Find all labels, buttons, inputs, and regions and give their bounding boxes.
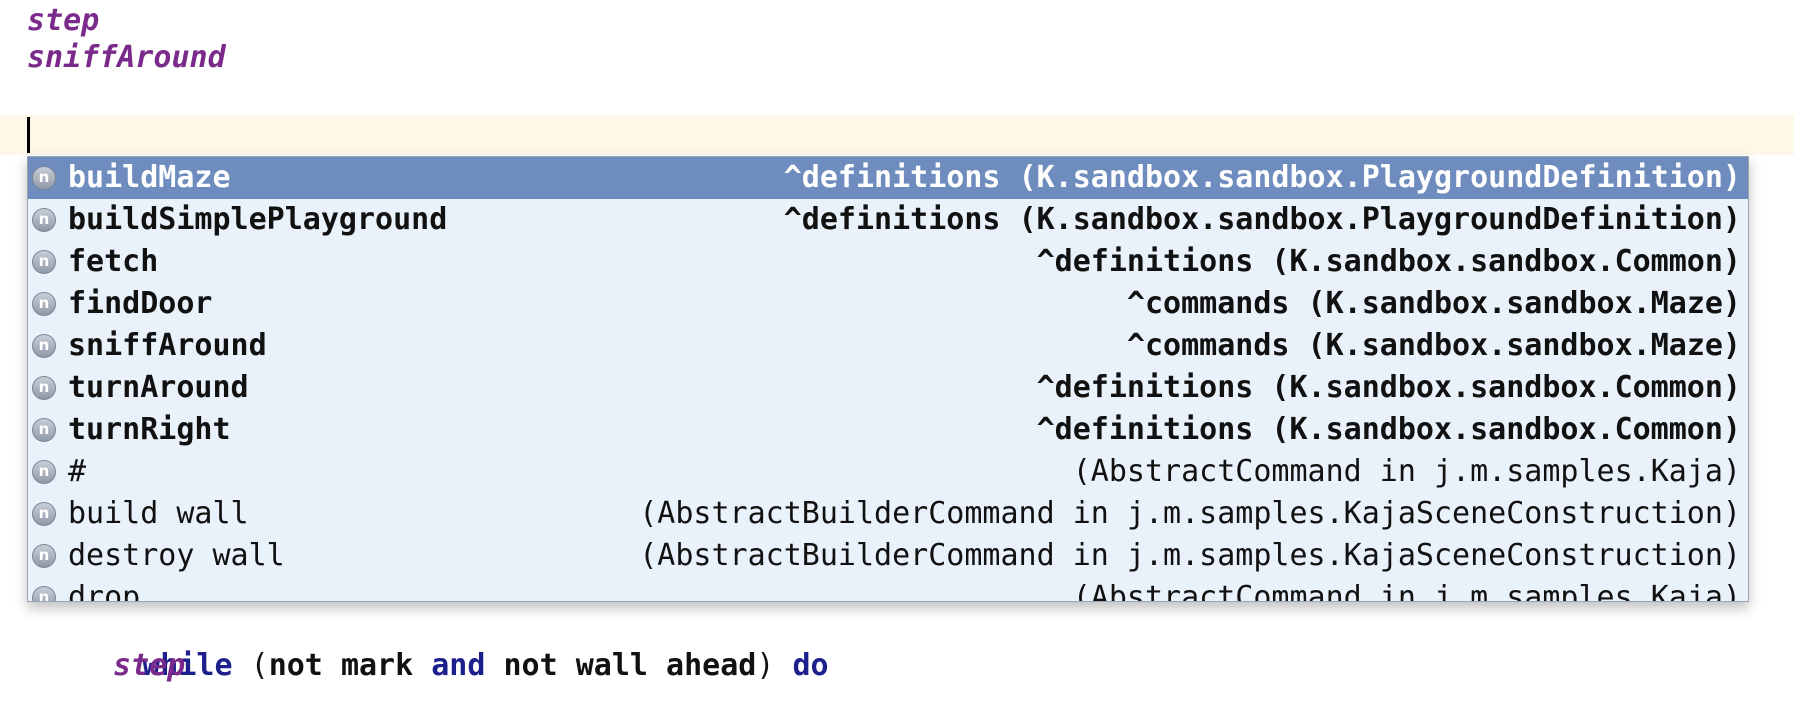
completion-item[interactable]: n findDoor ^commands (K.sandbox.sandbox.Ma… — [28, 283, 1748, 325]
completion-item[interactable]: n turnAround ^definitions (K.sandbox.sandb… — [28, 367, 1748, 409]
node-kind-icon: n — [32, 334, 56, 358]
code-line-sniffaround: sniffAround — [27, 40, 226, 75]
node-kind-icon: n — [32, 460, 56, 484]
keyword-do: do — [792, 648, 829, 683]
completion-item-type: (AbstractBuilderCommand in j.m.samples.K… — [639, 496, 1741, 531]
code-line-step: step — [27, 3, 100, 38]
completion-item-name: buildSimplePlayground — [68, 202, 448, 237]
completion-item-type: ^commands (K.sandbox.sandbox.Maze) — [1126, 286, 1741, 321]
completion-popup[interactable]: n buildMaze ^definitions (K.sandbox.sandbo… — [27, 156, 1749, 602]
code-editor[interactable]: step sniffAround while (not mark and not… — [0, 0, 1794, 690]
node-kind-icon: n — [32, 166, 56, 190]
completion-item[interactable]: n buildSimplePlayground ^definitions (K.sa… — [28, 199, 1748, 241]
completion-item-name: sniffAround — [68, 328, 267, 363]
completion-item-name: buildMaze — [68, 160, 231, 195]
keyword-not-2: not — [503, 648, 558, 683]
completion-item-type: ^definitions (K.sandbox.sandbox.Common) — [1036, 412, 1741, 447]
completion-item[interactable]: n # (AbstractCommand in j.m.samples.Kaja) — [28, 451, 1748, 493]
node-kind-icon: n — [32, 292, 56, 316]
keyword-while: while — [142, 648, 233, 683]
keyword-and: and — [431, 648, 486, 683]
node-kind-icon: n — [32, 544, 56, 568]
completion-item[interactable]: n destroy wall (AbstractBuilderCommand in … — [28, 535, 1748, 577]
completion-item[interactable]: n sniffAround ^commands (K.sandbox.sandbox… — [28, 325, 1748, 367]
completion-item-name: turnAround — [68, 370, 249, 405]
node-kind-icon: n — [32, 502, 56, 526]
completion-item-name: drop — [68, 580, 141, 602]
completion-item-type: ^definitions (K.sandbox.sandbox.Common) — [1036, 370, 1741, 405]
completion-item-type: ^definitions (K.sandbox.sandbox.Playgrou… — [783, 202, 1741, 237]
completion-item-type: ^definitions (K.sandbox.sandbox.Playgrou… — [783, 160, 1741, 195]
condition-mark: mark — [340, 648, 414, 683]
completion-item-type: ^commands (K.sandbox.sandbox.Maze) — [1126, 328, 1741, 363]
keyword-not: not — [268, 648, 323, 683]
text-caret — [27, 117, 30, 153]
completion-item-name: destroy wall — [68, 538, 285, 573]
current-line-highlight — [0, 115, 1794, 155]
node-kind-icon: n — [32, 208, 56, 232]
paren-open: ( — [250, 648, 269, 683]
completion-item-type: (AbstractCommand in j.m.samples.Kaja) — [1072, 454, 1741, 489]
completion-item[interactable]: n turnRight ^definitions (K.sandbox.sandbo… — [28, 409, 1748, 451]
completion-item-name: fetch — [68, 244, 159, 279]
completion-item-type: (AbstractCommand in j.m.samples.Kaja) — [1072, 580, 1741, 602]
completion-item-name: turnRight — [68, 412, 231, 447]
completion-item-name: # — [68, 454, 87, 489]
code-line-step-nested: step — [113, 648, 186, 683]
completion-item[interactable]: n buildMaze ^definitions (K.sandbox.sandbo… — [28, 157, 1748, 199]
paren-close: ) — [756, 648, 775, 683]
completion-item-name: findDoor — [68, 286, 213, 321]
completion-item-type: ^definitions (K.sandbox.sandbox.Common) — [1036, 244, 1741, 279]
node-kind-icon: n — [32, 250, 56, 274]
completion-item[interactable]: n build wall (AbstractBuilderCommand in j.… — [28, 493, 1748, 535]
condition-wall-ahead: wall ahead — [575, 648, 757, 683]
node-kind-icon: n — [32, 376, 56, 400]
completion-item-type: (AbstractBuilderCommand in j.m.samples.K… — [639, 538, 1741, 573]
completion-item-name: build wall — [68, 496, 249, 531]
node-kind-icon: n — [32, 418, 56, 442]
code-line-while: while (not mark and not wall ahead) do — [70, 610, 828, 683]
node-kind-icon: n — [32, 586, 56, 601]
